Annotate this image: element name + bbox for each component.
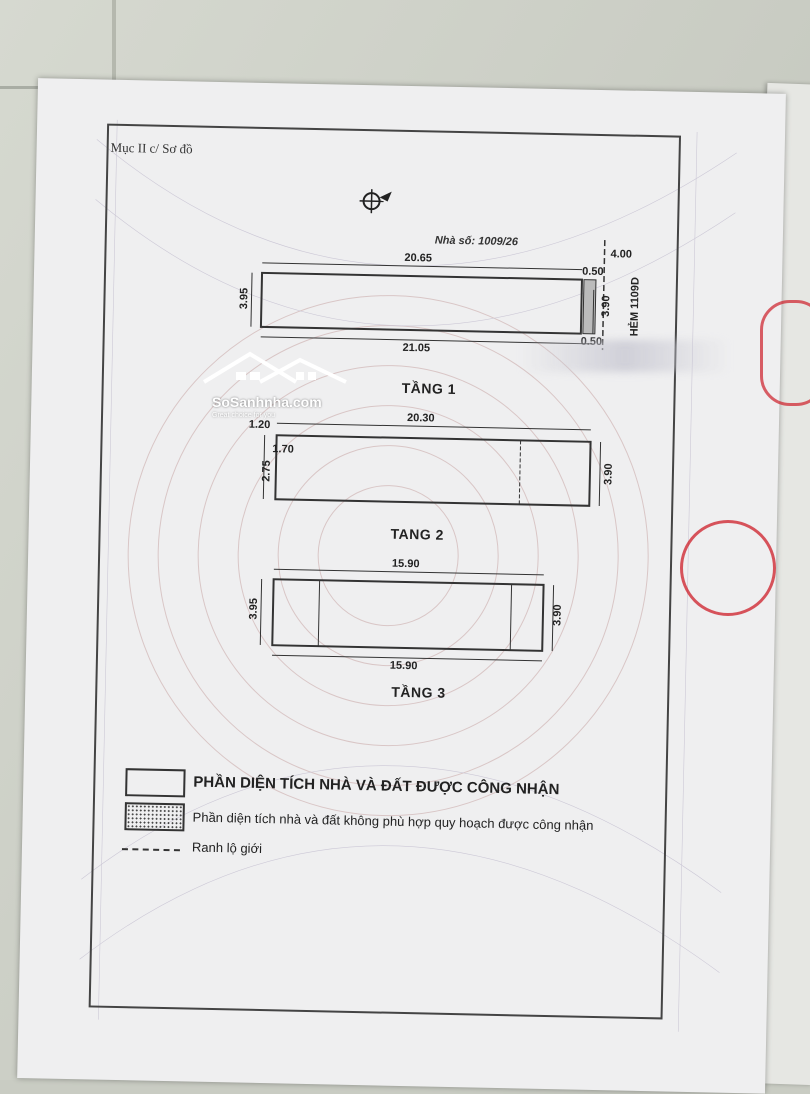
dimension-plot-left: 3.95 [238,287,251,310]
dimension-floor3-top: 15.90 [391,557,420,571]
redacted-area [520,340,730,372]
floor-1-label: TẦNG 1 [401,379,457,397]
dimension-plot-right: 3.90 [599,295,613,317]
dimension-floor3-bottom: 15.90 [389,659,418,673]
floor-tile-seam-vertical [112,0,116,90]
dimension-floor3-left: 3.95 [247,597,260,620]
plot-plan-drawing [250,240,606,662]
legend-recognized-swatch [125,768,186,798]
dimension-floor3-right: 3.90 [551,604,564,627]
red-stamp-top [760,300,810,406]
north-arrow-icon [359,189,392,214]
red-stamp [680,520,776,616]
dimension-plot-bottom: 21.05 [402,341,431,355]
dimension-floor2-step: 1.70 [272,443,294,456]
certificate-page: Mục II c/ Sơ đồ Nhà số: 1009/26 20.65 21… [17,78,786,1094]
floor-3-label: TẦNG 3 [391,683,446,701]
house-logo-icon [202,351,347,384]
dimension-floor2-top: 20.30 [406,411,435,425]
dimension-setback-top: 0.50 [582,265,604,279]
dimension-floor2-notch: 1.20 [248,418,271,432]
alley-label: HẺM 1109D [628,276,642,337]
dimension-road-width: 4.00 [610,248,633,261]
watermark-brand: SoSanhnha.com [212,394,322,410]
watermark-tagline: Great choice for you [212,412,276,419]
dimension-floor2-right: 3.90 [602,463,615,486]
dimension-plot-top: 20.65 [404,251,433,265]
dimension-floor2-left: 2.75 [260,460,273,482]
legend-not-conforming-swatch [124,802,185,832]
legend-boundary-text: Ranh lộ giới [191,839,263,857]
floor-2-label: TANG 2 [390,525,445,543]
